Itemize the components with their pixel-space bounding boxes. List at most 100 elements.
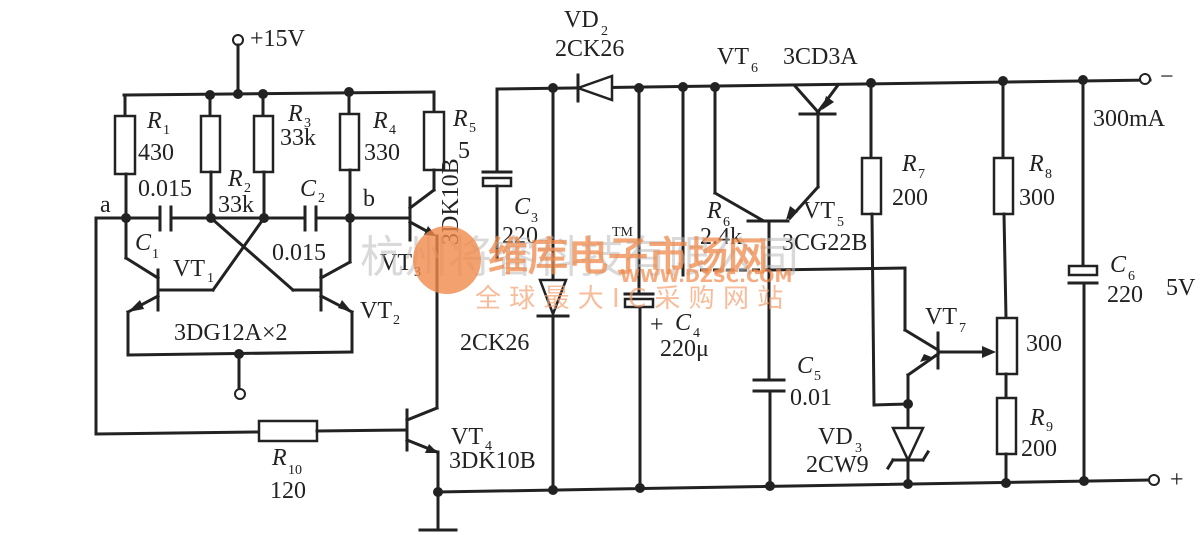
node-b-label: b xyxy=(363,186,375,212)
svg-text:R: R xyxy=(271,445,287,471)
svg-text:4: 4 xyxy=(485,439,492,454)
svg-text:C: C xyxy=(514,194,531,220)
regulator xyxy=(700,73,1160,491)
svg-text:C: C xyxy=(300,176,317,202)
r7-value: 200 xyxy=(892,185,928,211)
watermark-slogan: 全 球 最 大 I C 采 购 网 站 xyxy=(475,284,783,314)
resistor-r2 xyxy=(199,93,222,220)
c4-polarity: + xyxy=(650,312,664,338)
r1-ref: R xyxy=(146,108,162,134)
c5-value: 0.01 xyxy=(790,385,832,411)
resistor-r4 xyxy=(338,90,361,220)
vd1-part: 2CK26 xyxy=(460,330,529,356)
watermark-logo-icon xyxy=(413,226,481,294)
rp-value: 300 xyxy=(1026,331,1062,357)
transistor-vt4 xyxy=(94,216,458,532)
svg-text:VD: VD xyxy=(818,424,853,450)
svg-text:VT: VT xyxy=(717,44,749,70)
vt5-part: 3CG22B xyxy=(782,230,867,256)
svg-text:VT: VT xyxy=(803,198,835,224)
node-a-label: a xyxy=(100,192,111,218)
resistor-r3 xyxy=(252,92,275,220)
watermark-brand: 维库电子市场网 xyxy=(488,234,768,280)
r6-value: 2.4k xyxy=(700,224,742,250)
svg-text:5: 5 xyxy=(837,215,844,230)
vt6-part: 3CD3A xyxy=(783,44,858,70)
svg-text:C: C xyxy=(135,230,152,256)
svg-text:5: 5 xyxy=(469,121,476,136)
svg-text:1: 1 xyxy=(152,247,159,262)
r3-value: 33k xyxy=(280,125,316,151)
svg-text:4: 4 xyxy=(693,326,700,341)
c4-value: 220μ xyxy=(660,336,709,362)
svg-text:C: C xyxy=(675,310,692,336)
svg-text:7: 7 xyxy=(959,321,966,336)
svg-text:9: 9 xyxy=(1046,420,1053,435)
r4-value: 330 xyxy=(364,140,400,166)
svg-text:R: R xyxy=(1028,151,1044,177)
output-negative-label: − xyxy=(1160,64,1174,90)
svg-text:VT: VT xyxy=(173,256,205,282)
svg-text:VT: VT xyxy=(925,304,957,330)
svg-text:R: R xyxy=(227,166,243,192)
r1-value: 430 xyxy=(138,140,174,166)
svg-text:5: 5 xyxy=(814,369,821,384)
r2-value: 33k xyxy=(218,192,254,218)
vd2-part: 2CK26 xyxy=(555,36,624,62)
resistor-r1 xyxy=(113,93,137,220)
emitter-common xyxy=(126,349,354,400)
r8-value: 300 xyxy=(1019,185,1055,211)
r5-value: 5 xyxy=(458,138,470,164)
svg-text:3: 3 xyxy=(304,116,311,131)
r9-value: 200 xyxy=(1021,436,1057,462)
c3-value: 220 xyxy=(502,223,538,249)
svg-text:VD: VD xyxy=(564,7,599,33)
c1-value: 0.015 xyxy=(138,176,192,202)
svg-text:R: R xyxy=(901,151,917,177)
svg-text:1: 1 xyxy=(163,123,170,138)
output-positive-label: + xyxy=(1170,467,1184,493)
output-negative-terminal xyxy=(1139,73,1151,85)
c6-value: 220 xyxy=(1107,282,1143,308)
transistor-vt2 xyxy=(318,216,355,354)
svg-text:6: 6 xyxy=(1128,269,1135,284)
svg-text:2: 2 xyxy=(601,24,608,39)
output-current: 300mA xyxy=(1093,106,1166,132)
svg-text:VT: VT xyxy=(451,424,483,450)
watermark-url: WWW.DZSC.COM xyxy=(620,266,792,287)
svg-text:2: 2 xyxy=(318,191,325,206)
svg-text:R: R xyxy=(287,101,303,127)
svg-text:VT: VT xyxy=(380,250,412,276)
svg-text:6: 6 xyxy=(723,215,730,230)
svg-text:3: 3 xyxy=(531,211,538,226)
svg-text:8: 8 xyxy=(1045,167,1052,182)
output-voltage: 5V xyxy=(1166,275,1196,301)
transistor-vt1 xyxy=(123,216,161,357)
svg-text:7: 7 xyxy=(918,167,925,182)
svg-text:2: 2 xyxy=(393,313,400,328)
vd3-part: 2CW9 xyxy=(806,452,869,478)
svg-text:1: 1 xyxy=(207,271,214,286)
svg-text:VT: VT xyxy=(360,298,392,324)
c2-value: 0.015 xyxy=(272,240,326,266)
svg-text:10: 10 xyxy=(288,463,302,478)
svg-text:R: R xyxy=(706,198,722,224)
svg-text:R: R xyxy=(452,106,468,132)
svg-text:2: 2 xyxy=(244,181,251,196)
svg-text:6: 6 xyxy=(751,61,758,76)
svg-text:C: C xyxy=(1110,252,1127,278)
svg-text:R: R xyxy=(1029,405,1045,431)
svg-text:C: C xyxy=(797,353,814,379)
cross-coupling xyxy=(94,205,406,293)
pair-label: 3DG12A×2 xyxy=(174,320,288,346)
output-positive-terminal xyxy=(1148,474,1160,486)
svg-text:4: 4 xyxy=(389,123,396,138)
resistor-r5 xyxy=(407,90,446,211)
rectifier xyxy=(436,73,1152,495)
watermark-tm: TM xyxy=(612,225,634,240)
watermark: 杭州将睿科技有限公司 维库电子市场网 TM WWW.DZSC.COM 全 球 最… xyxy=(360,225,800,314)
r10-value: 120 xyxy=(270,478,306,504)
svg-text:3: 3 xyxy=(855,441,862,456)
